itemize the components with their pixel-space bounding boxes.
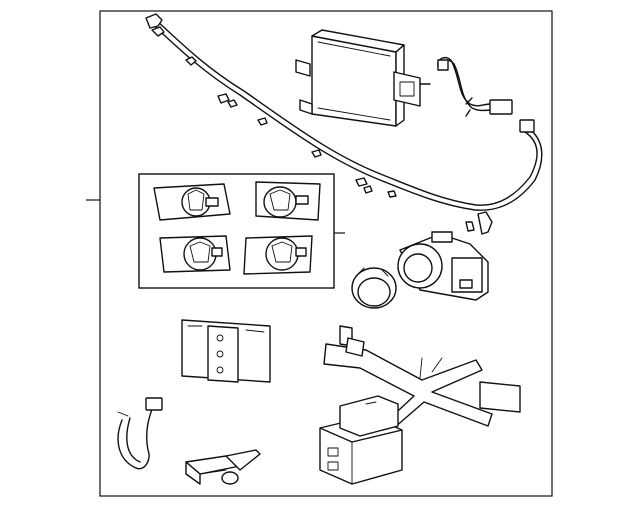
wire-harness-icon[interactable] [145, 13, 543, 235]
mounting-plate-icon[interactable] [181, 319, 271, 383]
retainer-kit-box [138, 173, 335, 289]
pigtail-connector-icon[interactable] [117, 397, 163, 470]
cross-bracket-icon[interactable] [323, 325, 521, 429]
clip-icon[interactable] [185, 449, 261, 485]
retainer-bracket-icon[interactable] [159, 235, 231, 273]
retainer-bracket-icon[interactable] [243, 235, 313, 275]
retainer-bracket-icon[interactable] [255, 181, 321, 221]
connector-block-icon[interactable] [319, 395, 403, 485]
pigtail-harness-icon[interactable] [437, 56, 513, 117]
grommet-ring-icon[interactable] [351, 267, 397, 309]
parking-sensor-icon[interactable] [397, 231, 489, 301]
diagram-frame [99, 10, 553, 497]
retainer-bracket-icon[interactable] [153, 183, 231, 221]
control-module-icon[interactable] [295, 29, 431, 127]
